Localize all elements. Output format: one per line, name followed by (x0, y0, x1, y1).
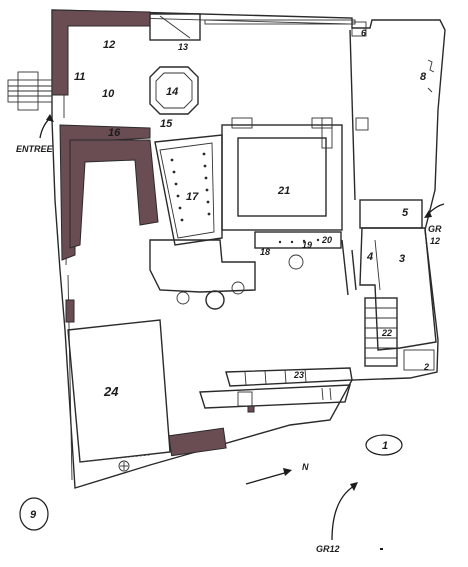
route-arrow-icon (331, 482, 358, 541)
room-label-24: 24 (103, 384, 119, 399)
route-label-right-gr: GR (428, 224, 442, 234)
wall-south-hatched (168, 427, 227, 457)
room-label-10: 10 (102, 88, 115, 100)
room-label-14: 14 (166, 86, 178, 98)
room-label-15: 15 (160, 118, 173, 130)
entrance-arrow-icon (39, 114, 54, 139)
building-5 (359, 199, 423, 229)
cloister-21-inner (237, 137, 327, 217)
octagon-fountain (149, 66, 199, 115)
north-label: N (302, 462, 309, 472)
building-3-4 (359, 227, 437, 351)
marker-circle-1 (365, 434, 403, 456)
outer-wall (51, 9, 446, 489)
entrance-label: ENTREE (16, 144, 54, 154)
room-label-20: 20 (321, 235, 332, 245)
marker-circle-9 (19, 497, 49, 531)
room-label-21: 21 (277, 185, 290, 197)
route-label-bottom: GR12 (316, 544, 340, 554)
route-arrow-right-icon (424, 203, 445, 218)
room-label-2: 2 (423, 362, 429, 372)
marker-label-9: 9 (30, 509, 37, 521)
room-label-19: 19 (302, 240, 312, 250)
chapels-18 (149, 239, 304, 310)
room-label-6: 6 (361, 28, 367, 38)
range-23 (199, 367, 353, 413)
room-label-13: 13 (178, 42, 188, 52)
stairs-22 (364, 297, 435, 371)
room-label-17: 17 (186, 191, 199, 203)
room-label-11: 11 (74, 71, 85, 83)
room-label-5: 5 (402, 207, 409, 219)
church-17 (154, 134, 223, 246)
room-label-23: 23 (293, 370, 304, 380)
room-label-16: 16 (108, 127, 121, 139)
room-label-18: 18 (260, 247, 270, 257)
wall-west-dark (65, 299, 75, 323)
north-gate-13 (149, 13, 201, 41)
gallery-19-20 (254, 231, 342, 249)
cloister-21 (221, 124, 343, 231)
room-label-22: 22 (381, 328, 392, 338)
wall-cloister-hatched (69, 139, 159, 249)
route-label-right-12: 12 (430, 236, 440, 246)
octagon-fountain-inner (155, 72, 193, 109)
church-columns (170, 152, 211, 222)
room-label-4: 4 (366, 251, 373, 263)
wall-north-hatched (51, 9, 151, 96)
north-arrow-icon (245, 468, 292, 485)
room-label-3: 3 (399, 253, 405, 265)
room-label-8: 8 (420, 71, 427, 83)
room-label-12: 12 (103, 39, 115, 51)
entrance-gate (7, 71, 53, 111)
room-label-1: 1 (382, 440, 388, 452)
room-24 (67, 319, 171, 472)
